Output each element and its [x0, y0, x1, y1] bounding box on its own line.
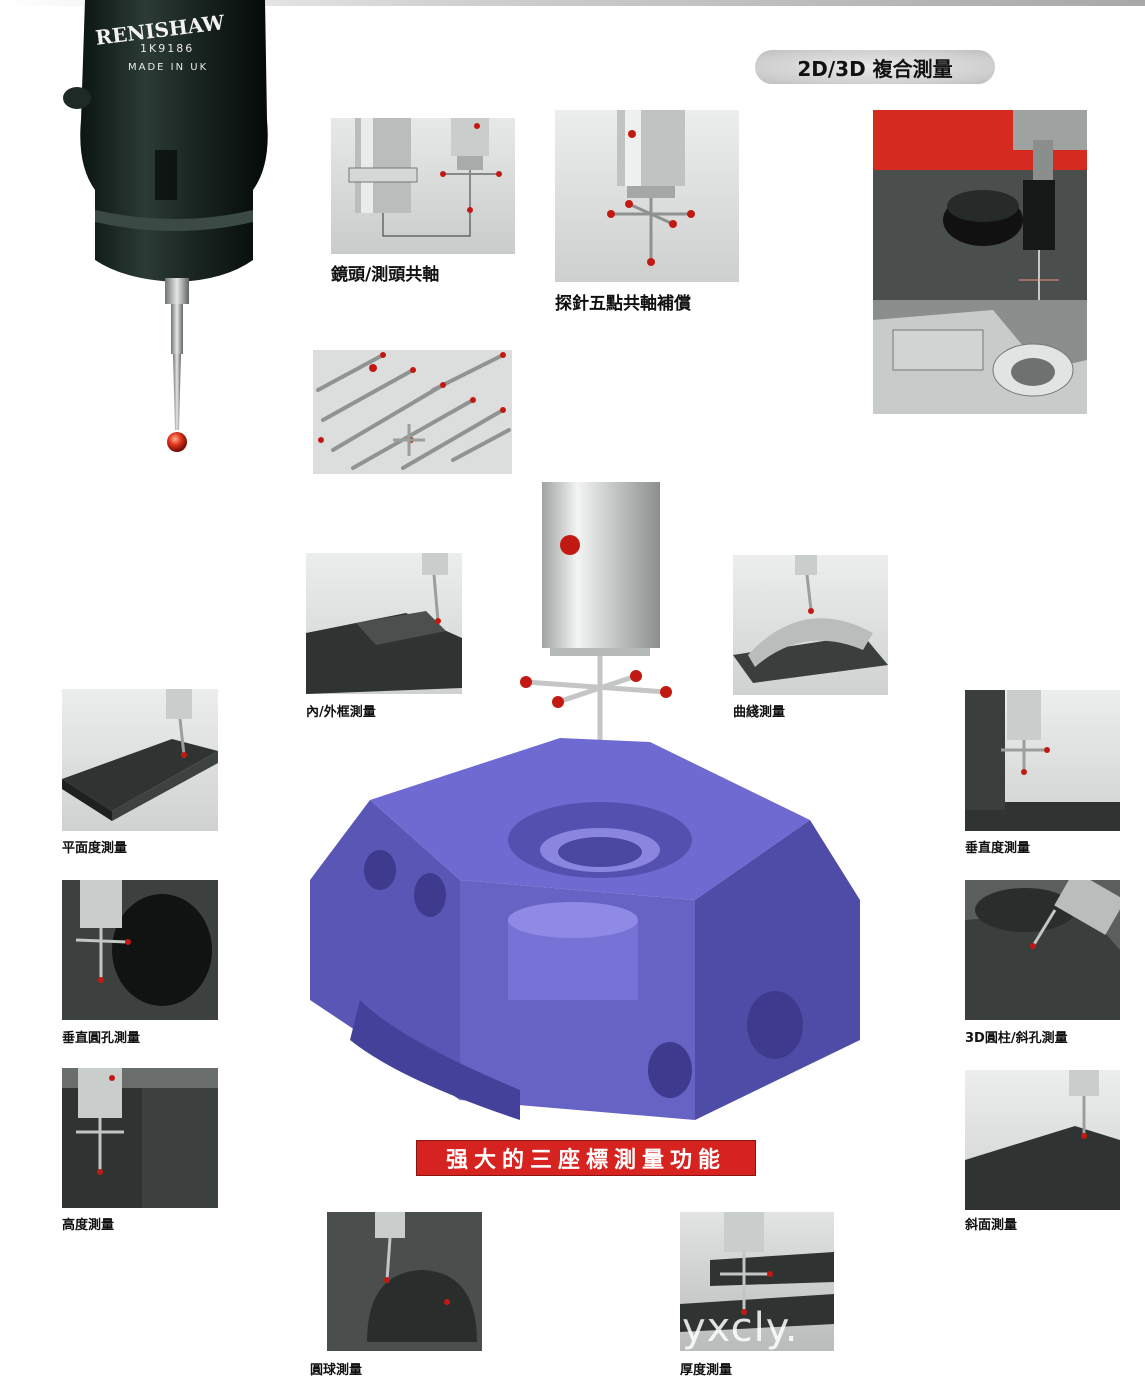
caption-thickness: 厚度測量	[680, 1363, 733, 1378]
caption-lens-probe: 鏡頭/測頭共軸	[331, 265, 440, 285]
flatness-image	[62, 689, 218, 831]
thickness-image	[680, 1212, 834, 1351]
page-title: 2D/3D 複合測量	[755, 50, 995, 84]
vertical-hole-image	[62, 880, 218, 1020]
machine-photo	[873, 110, 1087, 414]
caption-sphere: 圓球測量	[310, 1363, 363, 1378]
inner-outer-image	[306, 553, 462, 694]
renishaw-probe-image	[55, 0, 285, 460]
perpendicularity-image	[965, 690, 1120, 831]
slope-image	[965, 1070, 1120, 1210]
top-border	[0, 0, 1145, 6]
sphere-image	[327, 1212, 482, 1351]
curve-image	[733, 555, 888, 695]
lens-probe-image	[331, 118, 515, 254]
caption-slope: 斜面測量	[965, 1218, 1018, 1233]
caption-height: 高度測量	[62, 1218, 115, 1233]
caption-curve: 曲綫測量	[733, 705, 786, 720]
central-block-diagram	[300, 480, 860, 1140]
caption-cylinder-hole: 3D圓柱/斜孔測量	[965, 1031, 1068, 1046]
watermark: yxcly.	[682, 1305, 799, 1351]
height-image	[62, 1068, 218, 1208]
probe-model-label: 1K9186	[140, 42, 195, 55]
five-point-image	[555, 110, 739, 282]
caption-vertical-hole: 垂直圓孔測量	[62, 1031, 141, 1046]
probe-origin-label: MADE IN UK	[128, 62, 209, 73]
stylus-collection-image	[313, 350, 512, 474]
caption-inner-outer: 內/外框測量	[306, 705, 376, 720]
caption-perpendicularity: 垂直度測量	[965, 841, 1031, 856]
feature-banner: 强大的三座標測量功能	[416, 1140, 756, 1176]
caption-flatness: 平面度測量	[62, 841, 128, 856]
cylinder-hole-image	[965, 880, 1120, 1020]
caption-five-point: 探針五點共軸補償	[555, 294, 691, 314]
